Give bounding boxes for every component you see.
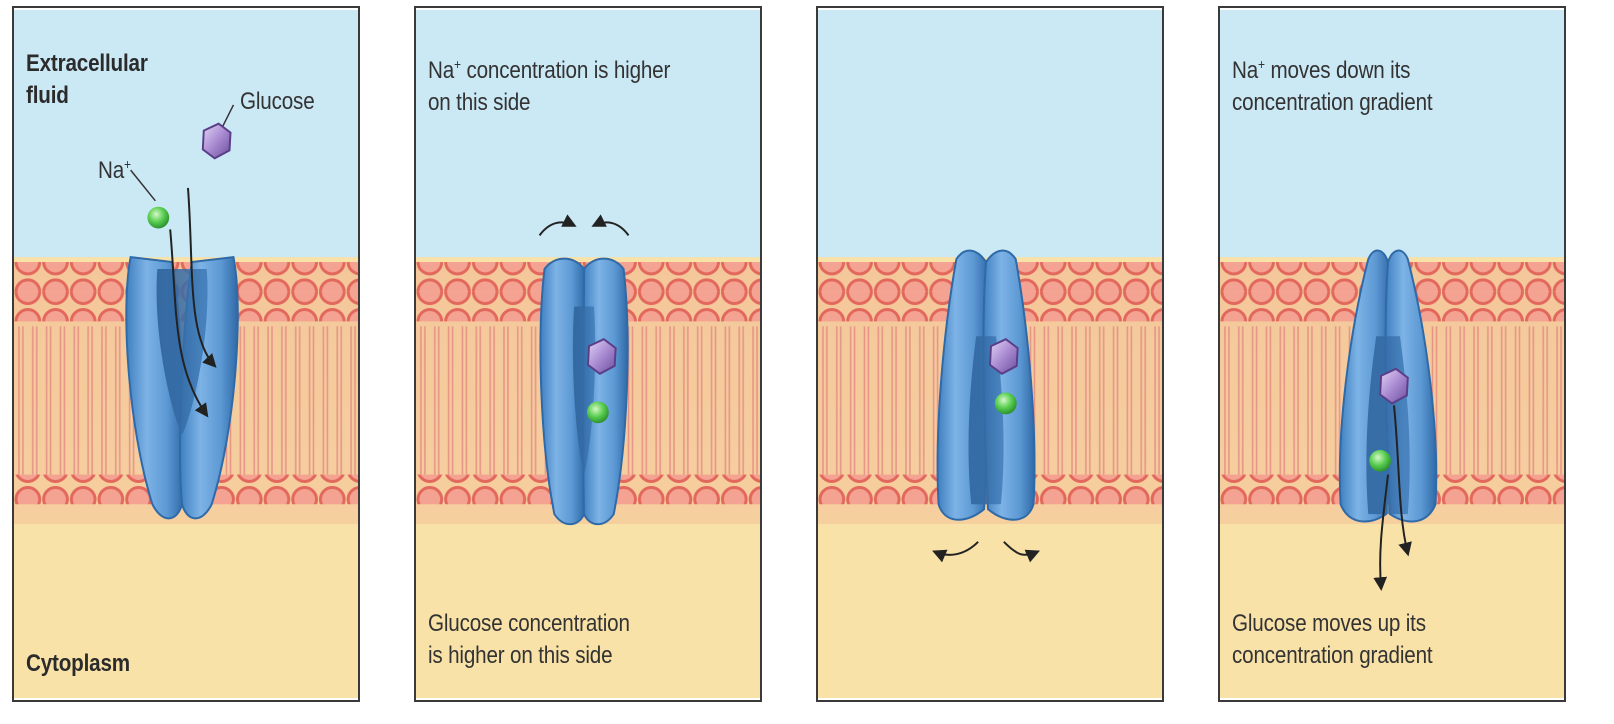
- cytoplasm-label: Cytoplasm: [26, 648, 130, 680]
- glucose-gradient-text: Glucose moves up its concentration gradie…: [1232, 608, 1432, 672]
- sodium-gradient-line1: moves down its: [1265, 57, 1410, 84]
- glucose-concentration-line1: Glucose concentration: [428, 610, 630, 637]
- sodium-symbol: Na: [1232, 57, 1258, 84]
- sodium-ion: [147, 207, 169, 229]
- sodium-symbol: Na: [98, 157, 124, 184]
- glucose-molecule: [1380, 369, 1408, 404]
- sodium-label: Na+: [98, 148, 131, 187]
- extracellular-fluid-label: Extracellular fluid: [26, 48, 164, 112]
- glucose-molecule: [990, 339, 1018, 374]
- glucose-label: Glucose: [240, 86, 315, 118]
- sodium-charge: +: [124, 156, 131, 172]
- transporter-protein: [540, 259, 627, 525]
- glucose-concentration-line2: is higher on this side: [428, 642, 612, 669]
- glucose-gradient-line1: Glucose moves up its: [1232, 610, 1426, 637]
- sodium-ion: [587, 401, 609, 423]
- glucose-molecule: [588, 339, 616, 374]
- panel-step-1: Extracellular fluid Glucose Na+ Cytoplas…: [12, 6, 360, 702]
- sodium-symbol: Na: [428, 57, 454, 84]
- membrane-scene-3: [818, 8, 1162, 700]
- glucose-concentration-text: Glucose concentration is higher on this s…: [428, 608, 630, 672]
- sodium-gradient-line2: concentration gradient: [1232, 89, 1432, 116]
- transporter-protein: [938, 251, 1035, 520]
- panel-step-3: [816, 6, 1164, 702]
- sodium-ion: [995, 393, 1017, 415]
- glucose-gradient-line2: concentration gradient: [1232, 642, 1432, 669]
- sodium-concentration-line2: on this side: [428, 89, 530, 116]
- glucose-molecule: [203, 124, 231, 159]
- sodium-concentration-line1: concentration is higher: [461, 57, 670, 84]
- sodium-ion: [1369, 450, 1391, 472]
